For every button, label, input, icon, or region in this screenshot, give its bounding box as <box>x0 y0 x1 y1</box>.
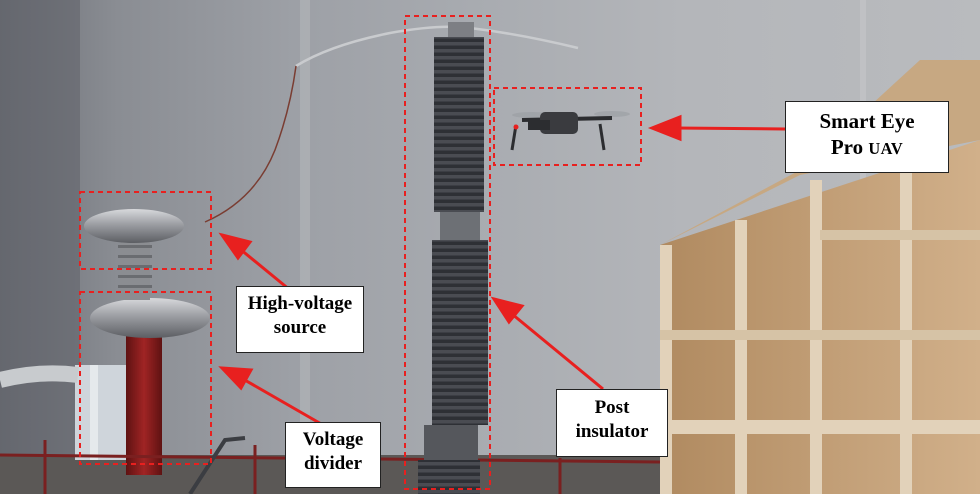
source-torus <box>84 209 184 243</box>
overhead-wire <box>295 25 579 68</box>
post-insulator <box>418 22 488 494</box>
label-divider: Voltage divider <box>285 422 381 488</box>
annotation-arrows <box>218 114 786 427</box>
annotation-boxes <box>79 15 642 490</box>
drone <box>510 111 630 151</box>
label-divider-line1: Voltage <box>302 429 364 450</box>
box-source <box>79 191 212 270</box>
divider-pole <box>126 335 162 475</box>
box-divider <box>79 291 212 465</box>
label-uav: Smart Eye Pro UAV <box>785 101 949 173</box>
label-uav-line1: Smart Eye <box>819 109 915 133</box>
label-divider-line2: divider <box>303 452 363 474</box>
ground-rod <box>188 436 246 494</box>
label-insulator-line1: Post <box>594 397 630 418</box>
label-source-line2: source <box>273 316 327 338</box>
wall-shadow <box>0 0 80 494</box>
label-insulator: Post insulator <box>556 389 668 457</box>
label-source: High-voltage source <box>236 286 364 353</box>
label-uav-line2: Pro UAV <box>786 134 948 160</box>
wall-seam <box>300 0 310 494</box>
hose <box>0 365 80 388</box>
lead-wire <box>204 65 297 223</box>
label-uav-line2-a: Pro <box>830 135 869 160</box>
box-uav <box>493 87 642 166</box>
divider-torus <box>90 298 210 338</box>
label-source-line1: High-voltage <box>247 293 353 314</box>
label-insulator-line2: insulator <box>575 420 649 442</box>
label-uav-line2-b: UAV <box>868 139 904 159</box>
